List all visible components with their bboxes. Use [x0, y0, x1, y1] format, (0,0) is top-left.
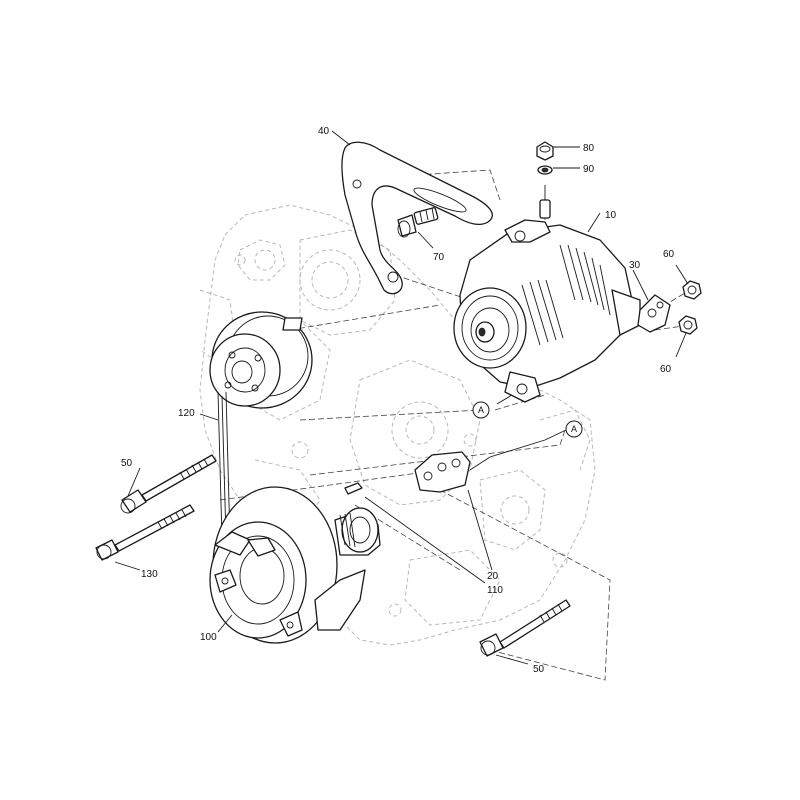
stay-plate-part — [637, 294, 671, 333]
callout-40: 40 — [318, 126, 330, 137]
callout-90: 90 — [583, 164, 595, 175]
callout-50-lower: 50 — [533, 664, 545, 675]
nut-part-80 — [536, 141, 554, 161]
crank-hub — [334, 507, 381, 556]
leader-lines — [114, 130, 689, 665]
fan-pulley — [209, 311, 313, 409]
engine-block-outline — [199, 204, 596, 646]
washer-part-90 — [537, 165, 553, 175]
callout-100: 100 — [200, 632, 217, 643]
crank-pulley-part — [209, 486, 366, 644]
reference-marker-a-1: A — [472, 401, 490, 419]
callout-60-upper: 60 — [663, 249, 675, 260]
key-part — [344, 482, 363, 495]
bolt-part-70 — [397, 207, 439, 238]
reference-label-a-1: A — [478, 405, 484, 415]
long-bolt-part-50-lower — [479, 599, 571, 657]
callout-20: 20 — [487, 571, 499, 582]
long-bolt-part-130 — [95, 504, 195, 561]
callout-110: 110 — [487, 585, 503, 596]
nut-part-60-upper — [682, 280, 702, 300]
callout-80: 80 — [583, 143, 595, 154]
bracket-part — [341, 141, 493, 295]
callout-60-lower: 60 — [660, 364, 672, 375]
reference-label-a-2: A — [571, 424, 577, 434]
nut-part-60-lower — [678, 315, 698, 335]
reference-marker-a-2: A — [565, 420, 583, 438]
callout-70: 70 — [433, 252, 445, 263]
callout-10: 10 — [605, 210, 617, 221]
callout-30: 30 — [629, 260, 641, 271]
long-bolt-part-50-upper — [120, 454, 217, 514]
callout-120: 120 — [178, 408, 195, 419]
alternator-part — [453, 185, 641, 403]
callout-labels: 40 10 80 90 70 30 60 60 120 50 130 20 11… — [121, 126, 675, 675]
spacer-block-part — [414, 451, 471, 493]
callout-50-upper: 50 — [121, 458, 133, 469]
callout-130: 130 — [141, 569, 158, 580]
